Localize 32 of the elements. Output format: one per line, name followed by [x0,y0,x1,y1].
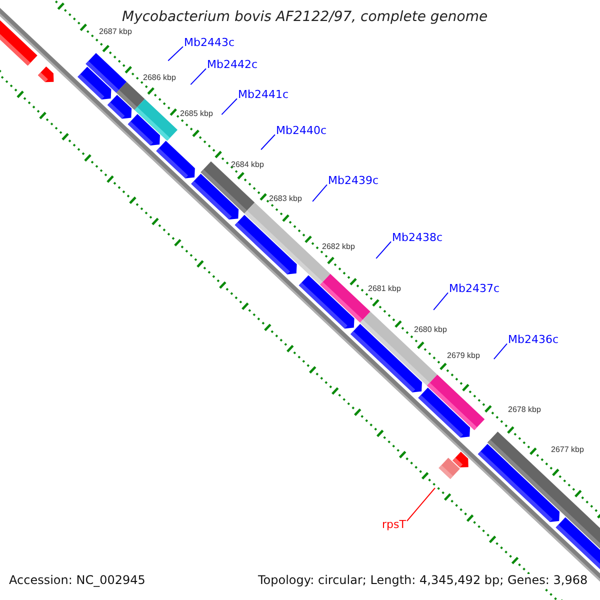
gene-label: Mb2439c [328,175,379,188]
scale-label: 2684 kbp [231,160,264,170]
leader-line [493,343,508,360]
leader-line [433,292,448,310]
map-title: Mycobacterium bovis AF2122/97, complete genome [122,9,488,26]
gene-label: Mb2437c [449,283,500,296]
gene-label: Mb2438c [392,232,443,245]
gene-label: Mb2440c [276,125,327,138]
scale-label: 2687 kbp [99,27,132,36]
gene-label: rpsT [382,519,406,532]
scale-label: 2678 kbp [508,405,541,414]
leader-line [190,68,206,86]
scale-label: 2680 kbp [414,325,447,334]
scale-label: 2681 kbp [368,284,401,294]
gene-label: Mb2441c [238,89,289,102]
scale-label: 2679 kbp [447,351,480,360]
leader-line [260,134,276,150]
gene-label: Mb2443c [184,37,235,50]
leader-line [406,488,436,522]
accession-text: Accession: NC_002945 [9,574,146,588]
scale-label: 2682 kbp [322,242,355,252]
leader-line [221,98,238,116]
gene-label: Mb2436c [508,334,559,347]
gene-label: Mb2442c [207,59,258,72]
scale-label: 2686 kbp [143,73,176,82]
scale-label: 2677 kbp [551,445,584,454]
scale-label: 2685 kbp [180,109,213,118]
leader-line [312,184,328,202]
leader-line [168,46,184,62]
leader-line [376,241,392,259]
genome-info-text: Topology: circular; Length: 4,345,492 bp; Genes: 3,968 [258,574,588,588]
scale-label: 2683 kbp [269,194,302,204]
